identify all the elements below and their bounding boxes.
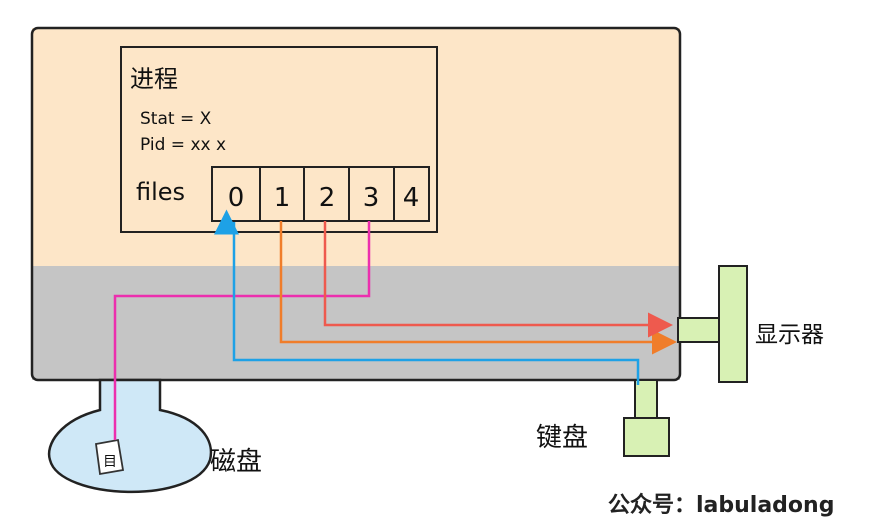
process-stat: Stat = X — [140, 109, 212, 129]
process-pid: Pid = xx x — [140, 135, 226, 155]
disk: 目 磁盘 — [47, 378, 262, 494]
fd2-monitor-line — [323, 221, 673, 338]
monitor: 显示器 — [677, 265, 824, 383]
keyboard-cable — [634, 379, 658, 421]
disk-label: 磁盘 — [210, 447, 262, 477]
watermark: 公众号：labuladong — [608, 493, 834, 518]
fd-cell: 1 — [274, 183, 291, 213]
process-title: 进程 — [130, 65, 178, 93]
fd0-keyboard-line — [214, 209, 640, 385]
keyboard-body — [623, 417, 670, 457]
monitor-label: 显示器 — [755, 322, 824, 348]
monitor-connector — [677, 317, 723, 343]
kernel-space — [32, 266, 680, 380]
fd-table — [211, 166, 430, 222]
monitor-body — [718, 265, 748, 383]
fd3-file-line — [113, 221, 371, 440]
computer-outline — [30, 26, 682, 382]
file-icon-glyph: 目 — [103, 454, 117, 470]
disk-shape — [47, 378, 213, 494]
fd-cell: 0 — [228, 183, 245, 213]
file-icon — [94, 438, 125, 476]
fd-cell: 2 — [319, 183, 336, 213]
keyboard: 键盘 — [536, 379, 670, 457]
fd-cell: 4 — [403, 183, 420, 213]
process-block: 进程 Stat = X Pid = xx x files 0 1 2 3 4 — [120, 46, 438, 233]
fd1-monitor-line — [279, 221, 677, 355]
keyboard-label: 键盘 — [536, 423, 588, 453]
files-label: files — [136, 178, 185, 206]
fd-cell: 3 — [363, 183, 380, 213]
